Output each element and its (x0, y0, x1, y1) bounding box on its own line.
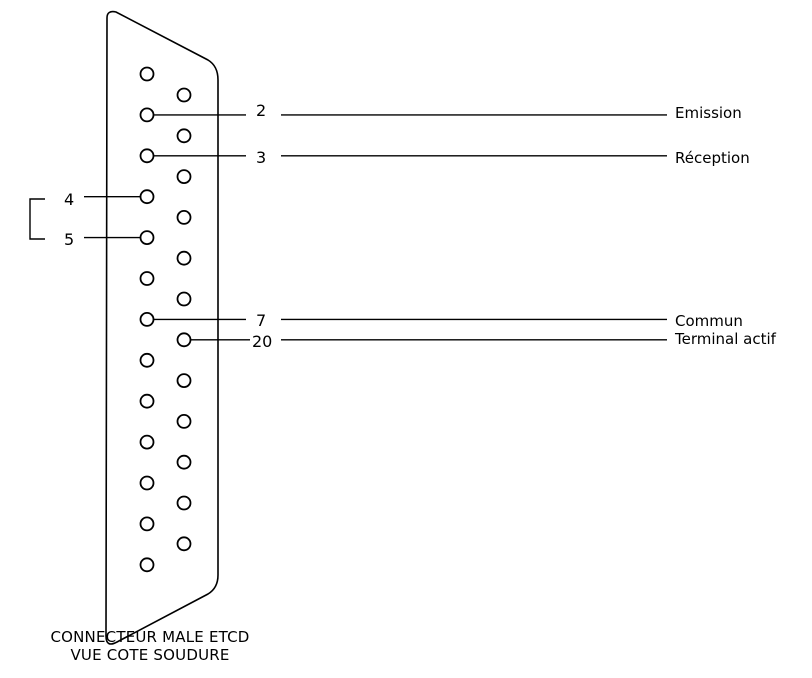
pin-23 (176, 454, 192, 470)
pin-7 (139, 311, 155, 327)
pin-14 (176, 87, 192, 103)
pin-11 (139, 475, 155, 491)
pin-22 (176, 413, 192, 429)
pin-label-20: 20 (252, 332, 272, 351)
pin-label-5: 5 (64, 230, 74, 249)
connector-pins (139, 66, 192, 573)
signal-name-commun: Commun (675, 312, 743, 330)
pin-13 (139, 557, 155, 573)
signal-name-emission: Emission (675, 104, 742, 122)
pin-label-4: 4 (64, 190, 74, 209)
signal-wires (84, 114, 667, 341)
caption-line-2: VUE COTE SOUDURE (70, 646, 230, 664)
pin-21 (176, 373, 192, 389)
pin-15 (176, 128, 192, 144)
pin-16 (176, 169, 192, 185)
pin-1 (139, 66, 155, 82)
pin-4 (139, 189, 155, 205)
caption-line-1: CONNECTEUR MALE ETCD (50, 628, 250, 646)
pin-10 (139, 434, 155, 450)
pin-17 (176, 209, 192, 225)
pin-9 (139, 393, 155, 409)
pin-2 (139, 107, 155, 123)
pin-20 (176, 332, 192, 348)
pin-18 (176, 250, 192, 266)
pin-6 (139, 271, 155, 286)
pin-label-2: 2 (256, 101, 266, 120)
pin-8 (139, 352, 155, 368)
pin-label-7: 7 (256, 311, 266, 330)
signal-name-reception: Réception (675, 149, 750, 167)
pin-5 (139, 230, 155, 246)
pin-24 (176, 495, 192, 511)
connector-caption: CONNECTEUR MALE ETCD VUE COTE SOUDURE (0, 628, 300, 664)
pin-3 (139, 148, 155, 164)
connector-shell (105, 10, 219, 645)
pin-12 (139, 516, 155, 532)
loopback-bracket (29, 198, 45, 240)
signal-name-terminal-actif: Terminal actif (674, 330, 777, 348)
pin-25 (176, 536, 192, 552)
pin-label-3: 3 (256, 148, 266, 167)
pin-19 (176, 291, 192, 307)
